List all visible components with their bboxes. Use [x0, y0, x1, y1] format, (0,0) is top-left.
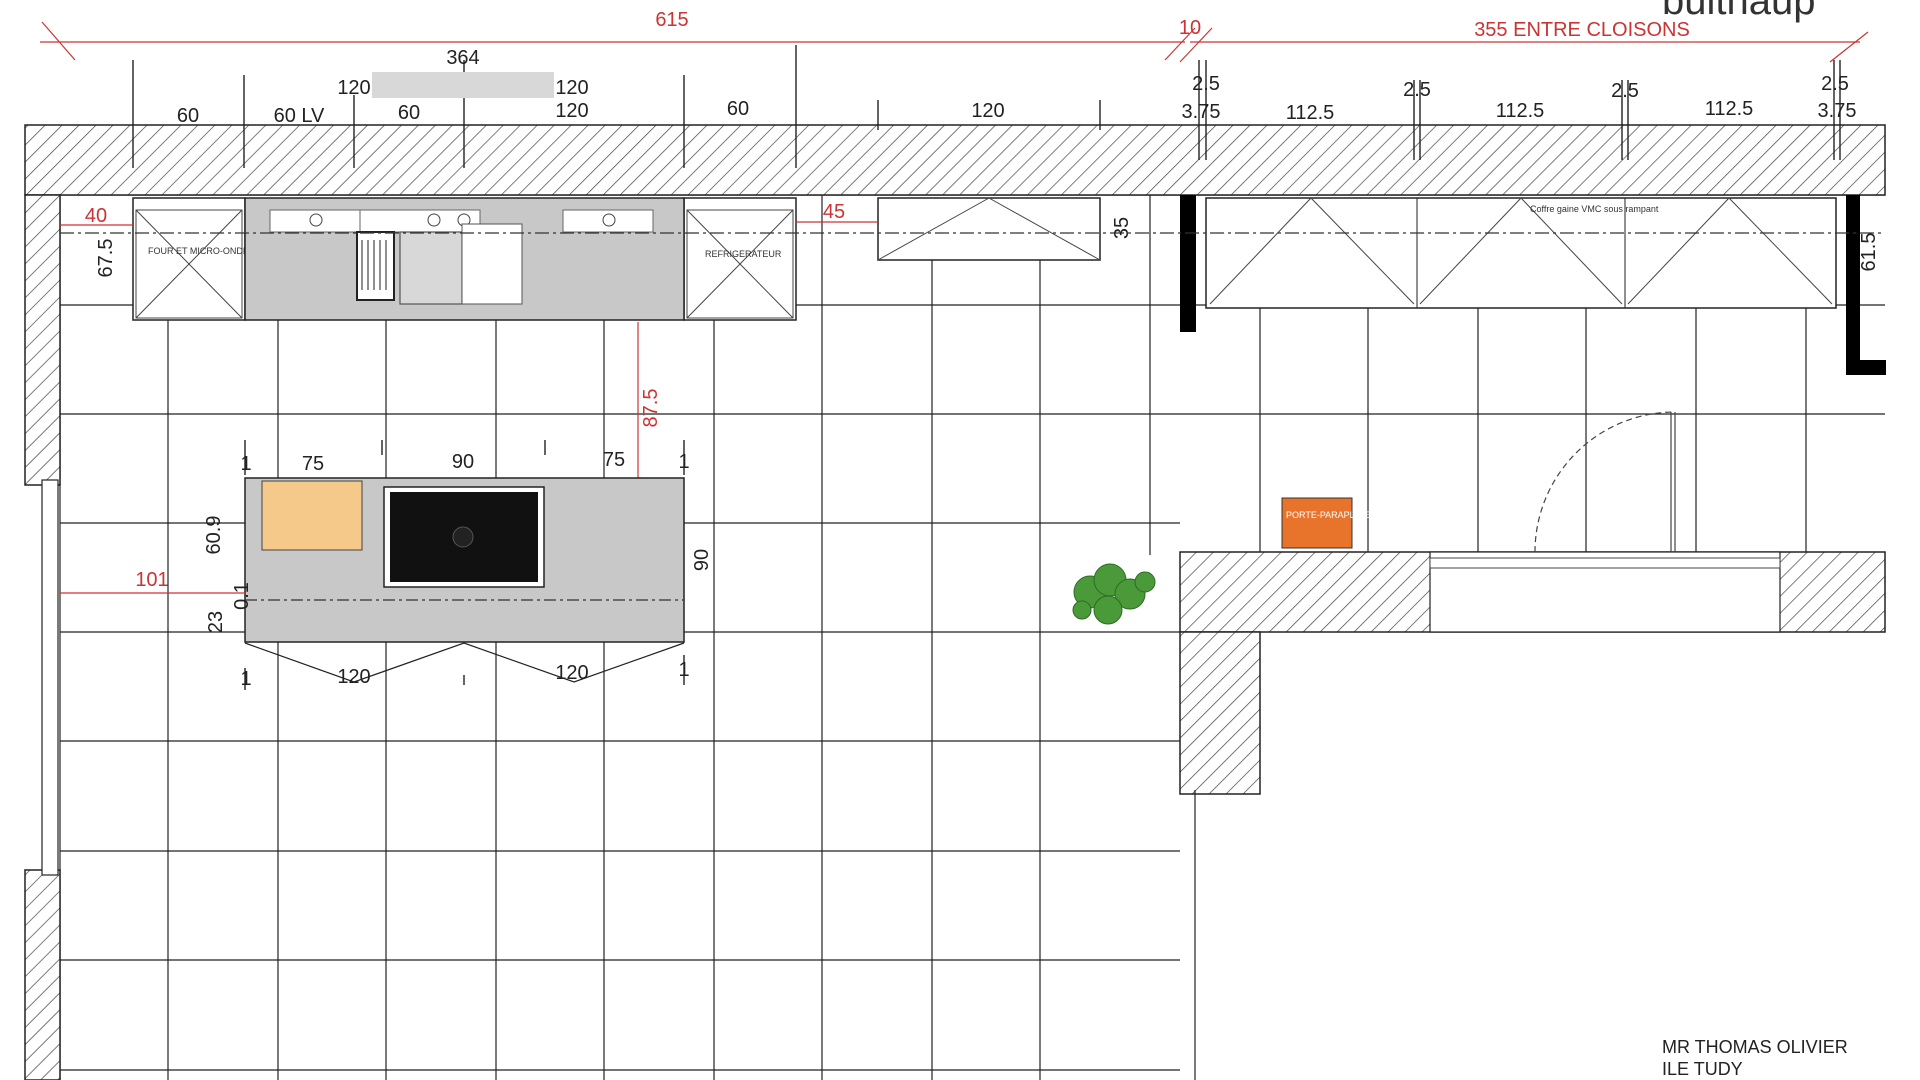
- dim-60c: 60: [727, 98, 749, 120]
- dim-2-5-a: 2.5: [1192, 73, 1220, 95]
- umbrella-stand-label: PORTE-PARAPLUIE USM: [1286, 510, 1392, 520]
- dim-isl-23: 23: [205, 611, 227, 633]
- top-wall: [24, 124, 1886, 196]
- dim-112-5-a: 112.5: [1286, 102, 1335, 124]
- dim-isl-0-1: 0.1: [231, 582, 253, 610]
- fridge-label: REFRIGERATEUR: [705, 249, 782, 259]
- dim-2-5-c: 2.5: [1611, 80, 1639, 102]
- dim-60lv: 60 LV: [274, 105, 325, 127]
- dim-2-5-d: 2.5: [1821, 73, 1849, 95]
- end-wall-return: [1846, 360, 1886, 375]
- dim-isl-120-a: 120: [337, 666, 370, 688]
- dim-3-75-a: 3.75: [1182, 101, 1221, 123]
- end-wall-stub-right: [1846, 195, 1860, 375]
- dim-112-5-b: 112.5: [1496, 100, 1545, 122]
- sink-drainboard: [461, 223, 523, 305]
- dim-isl-1-a: 1: [240, 453, 251, 475]
- dim-87-5: 87.5: [640, 389, 662, 428]
- sink-basin: [399, 231, 463, 305]
- dim-61-5: 61.5: [1858, 233, 1880, 272]
- dim-67-5: 67.5: [95, 239, 117, 278]
- end-wall-stub-left: [1180, 195, 1196, 332]
- dim-60a: 60: [177, 105, 199, 127]
- island-dimensions: 1 75 90 75 1 60.9 101 23 0.1 90 1 120 12…: [135, 449, 713, 690]
- dim-3-75-b: 3.75: [1818, 100, 1857, 122]
- dim-isl-75-a: 75: [302, 453, 324, 475]
- dim-overall-mid: 10: [1179, 17, 1201, 39]
- dim-sink-b2: 120: [555, 100, 588, 122]
- top-dimensions: 615 10 355 ENTRE CLOISONS 364 120 120 12…: [177, 9, 1857, 127]
- kitchen-island: [60, 440, 685, 690]
- dim-120-top: 120: [971, 100, 1004, 122]
- dim-isl-75-b: 75: [603, 449, 625, 471]
- dim-35: 35: [1111, 217, 1133, 239]
- sink-counter-run: [244, 197, 685, 321]
- dim-isl-60-9: 60.9: [203, 516, 225, 555]
- dim-112-5-c: 112.5: [1705, 98, 1754, 120]
- oven-label: FOUR ET MICRO-ONDES: [148, 246, 255, 256]
- left-wall-lower: [24, 869, 61, 1080]
- fridge-tall-unit: REFRIGERATEUR: [683, 197, 797, 321]
- dimension-lines: [40, 21, 1869, 63]
- dim-60b: 60: [398, 102, 420, 124]
- dim-isl-1-c: 1: [240, 668, 251, 690]
- brand-logo: bulthaup: [1662, 0, 1815, 23]
- client-name: MR THOMAS OLIVIER: [1662, 1037, 1848, 1057]
- side-dimensions: 40 45 67.5 35 61.5 87.5: [60, 201, 1880, 478]
- dim-isl-90-vertical: 90: [691, 549, 713, 571]
- umbrella-stand: PORTE-PARAPLUIE USM: [1281, 497, 1392, 549]
- plant: [1072, 563, 1156, 625]
- dim-2-5-b: 2.5: [1403, 79, 1431, 101]
- dim-45: 45: [823, 201, 845, 223]
- dim-run-total: 364: [446, 47, 479, 69]
- sink-dimension-bar: [372, 72, 554, 98]
- dim-isl-90: 90: [452, 451, 474, 473]
- oven-tall-unit: FOUR ET MICRO-ONDES: [132, 197, 255, 321]
- walls: [24, 124, 1886, 1080]
- left-window-opening: [41, 479, 59, 876]
- left-wall-upper: [24, 194, 61, 486]
- dim-isl-120-b: 120: [555, 662, 588, 684]
- dim-isl-1-d: 1: [678, 659, 689, 681]
- client-location: ILE TUDY: [1662, 1059, 1743, 1079]
- dim-isl-101: 101: [135, 569, 168, 591]
- wall-unit-center: [877, 197, 1101, 261]
- dim-sink-a1: 120: [337, 77, 370, 99]
- dim-overall-left: 615: [655, 9, 688, 31]
- vmc-label: Coffre gaine VMC sous rampant: [1530, 204, 1659, 214]
- cutting-board: [261, 480, 363, 551]
- partition-return: [1179, 631, 1261, 795]
- dim-isl-1-b: 1: [678, 451, 689, 473]
- dishwasher-grill: [356, 231, 395, 301]
- wall-units-right: Coffre gaine VMC sous rampant: [1205, 197, 1837, 309]
- door-frame: [1429, 557, 1781, 569]
- door-swing: [1534, 411, 1676, 553]
- dim-overall-right: 355 ENTRE CLOISONS: [1474, 19, 1690, 41]
- dim-40: 40: [85, 205, 107, 227]
- dim-sink-a2: 120: [555, 77, 588, 99]
